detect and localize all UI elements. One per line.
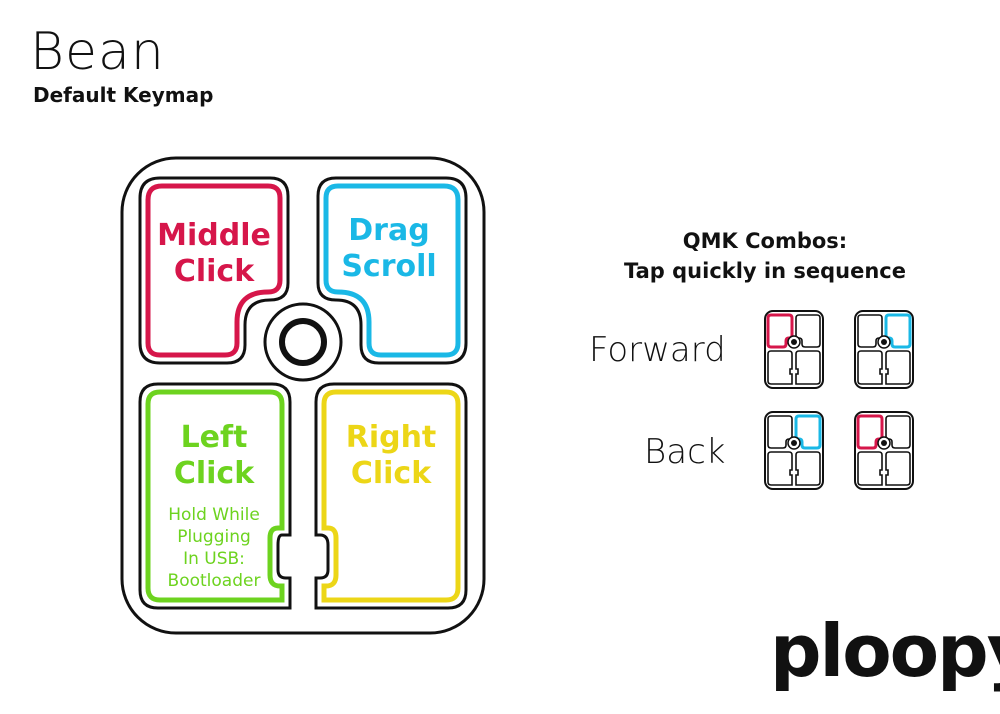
combo-back-label: Back — [644, 432, 726, 472]
drag-scroll-label-2: Scroll — [341, 249, 436, 284]
mini-sensor-icon — [791, 339, 797, 345]
button-right-click-outline — [321, 389, 461, 603]
mini-button-top-right — [885, 415, 911, 449]
left-click-label-2: Click — [174, 456, 255, 491]
button-right-click — [314, 382, 468, 610]
sensor-ring — [263, 302, 343, 382]
mini-button-bottom-right — [885, 350, 911, 385]
mini-button-top-right — [795, 314, 821, 348]
mini-button-top-left — [857, 314, 883, 348]
drag-scroll-label-1: Drag — [348, 213, 429, 248]
combo-back-step-2 — [854, 411, 914, 490]
ploopy-logo: ploopy — [770, 609, 1000, 693]
button-drag-scroll — [316, 176, 468, 365]
button-left-click — [138, 382, 292, 610]
bootloader-note-4: Bootloader — [168, 571, 261, 591]
mini-sensor-icon — [881, 440, 887, 446]
middle-click-label-2: Click — [174, 254, 255, 289]
middle-click-label-1: Middle — [157, 218, 271, 253]
right-click-label-2: Click — [351, 456, 432, 491]
left-click-label-1: Left — [181, 420, 248, 455]
combo-forward-step-1 — [764, 310, 824, 389]
mini-button-bottom-left — [767, 350, 793, 385]
sensor-icon — [279, 318, 327, 366]
button-left-click-outline — [145, 389, 285, 603]
mini-button-bottom-right — [885, 451, 911, 486]
bootloader-note-1: Hold While — [168, 505, 260, 525]
mini-button-top-right-highlighted — [794, 414, 822, 450]
right-click-label-1: Right — [346, 420, 437, 455]
combos-title: QMK Combos: Tap quickly in sequence — [600, 226, 930, 286]
page-subtitle: Default Keymap — [33, 83, 214, 107]
button-drag-scroll-outline — [323, 183, 461, 358]
mini-button-bottom-left — [857, 350, 883, 385]
mini-button-top-left-highlighted — [856, 414, 884, 450]
mini-button-bottom-left — [767, 451, 793, 486]
button-middle-click-outline — [145, 183, 283, 358]
mini-button-bottom-right — [795, 451, 821, 486]
mini-button-top-left — [767, 415, 793, 449]
combo-forward-step-2 — [854, 310, 914, 389]
mini-button-bottom-left — [857, 451, 883, 486]
mini-button-top-left-highlighted — [766, 313, 794, 349]
mini-button-top-right-highlighted — [884, 313, 912, 349]
button-middle-click — [138, 176, 290, 365]
combo-forward-label: Forward — [589, 330, 726, 370]
combos-title-line-1: QMK Combos: — [682, 229, 848, 253]
combo-back-step-1 — [764, 411, 824, 490]
page-title: Bean — [30, 22, 165, 82]
bootloader-note-3: In USB: — [183, 549, 245, 569]
combos-title-line-2: Tap quickly in sequence — [624, 259, 906, 283]
bootloader-note-2: Plugging — [177, 527, 251, 547]
mini-sensor-icon — [881, 339, 887, 345]
mini-sensor-icon — [791, 440, 797, 446]
mini-button-bottom-right — [795, 350, 821, 385]
